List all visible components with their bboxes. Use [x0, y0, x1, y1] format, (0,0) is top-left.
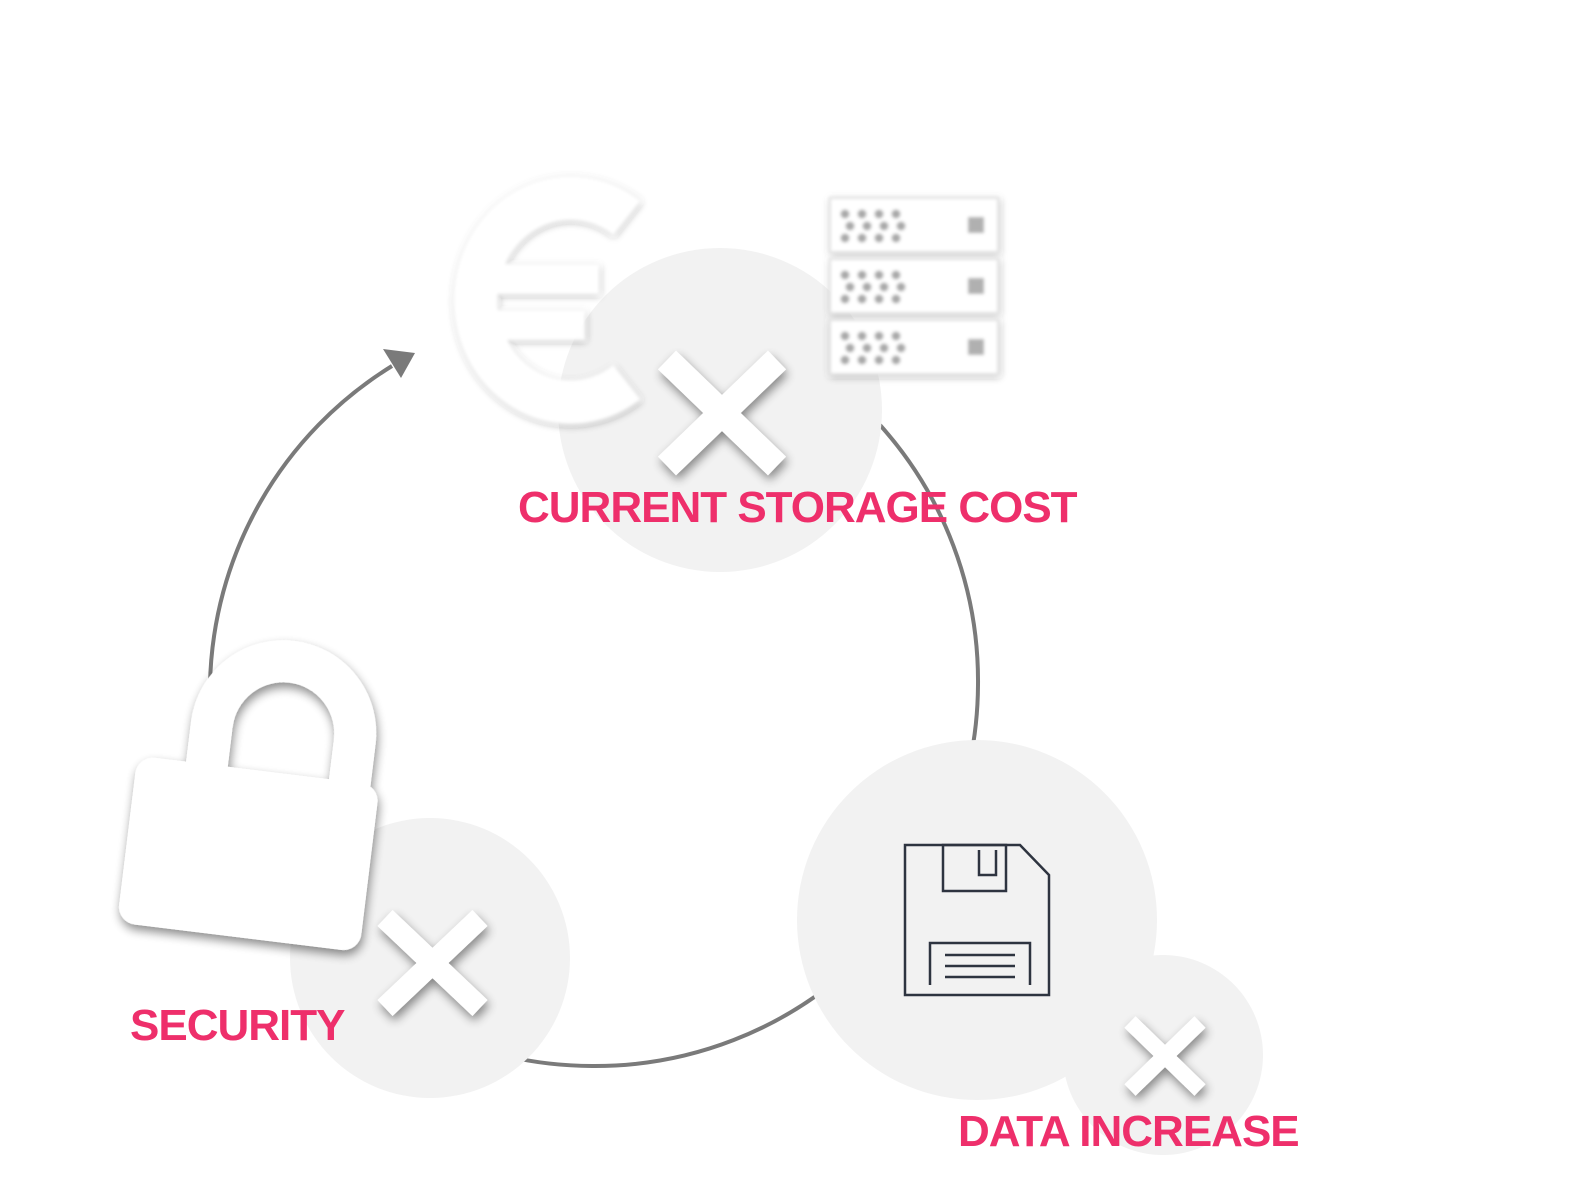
floppy-disk-icon	[903, 843, 1051, 997]
cross-icon	[657, 350, 787, 476]
server-unit	[829, 197, 999, 253]
cycle-ring	[207, 349, 981, 1069]
padlock-icon	[119, 640, 378, 951]
security-label: SECURITY	[130, 1001, 345, 1050]
server-unit	[829, 319, 999, 375]
server-rack-icon	[829, 197, 999, 375]
server-unit	[829, 258, 999, 314]
data-increase-label: DATA INCREASE	[958, 1107, 1300, 1156]
cycle-arrowhead	[383, 349, 415, 378]
cycle-arc	[207, 364, 981, 1069]
current-storage-cost-label: CURRENT STORAGE COST	[518, 483, 1078, 532]
cross-icon	[1124, 1016, 1206, 1096]
data-increase-circle	[797, 740, 1157, 1100]
euro-icon	[453, 176, 641, 424]
cross-icon	[377, 910, 488, 1016]
